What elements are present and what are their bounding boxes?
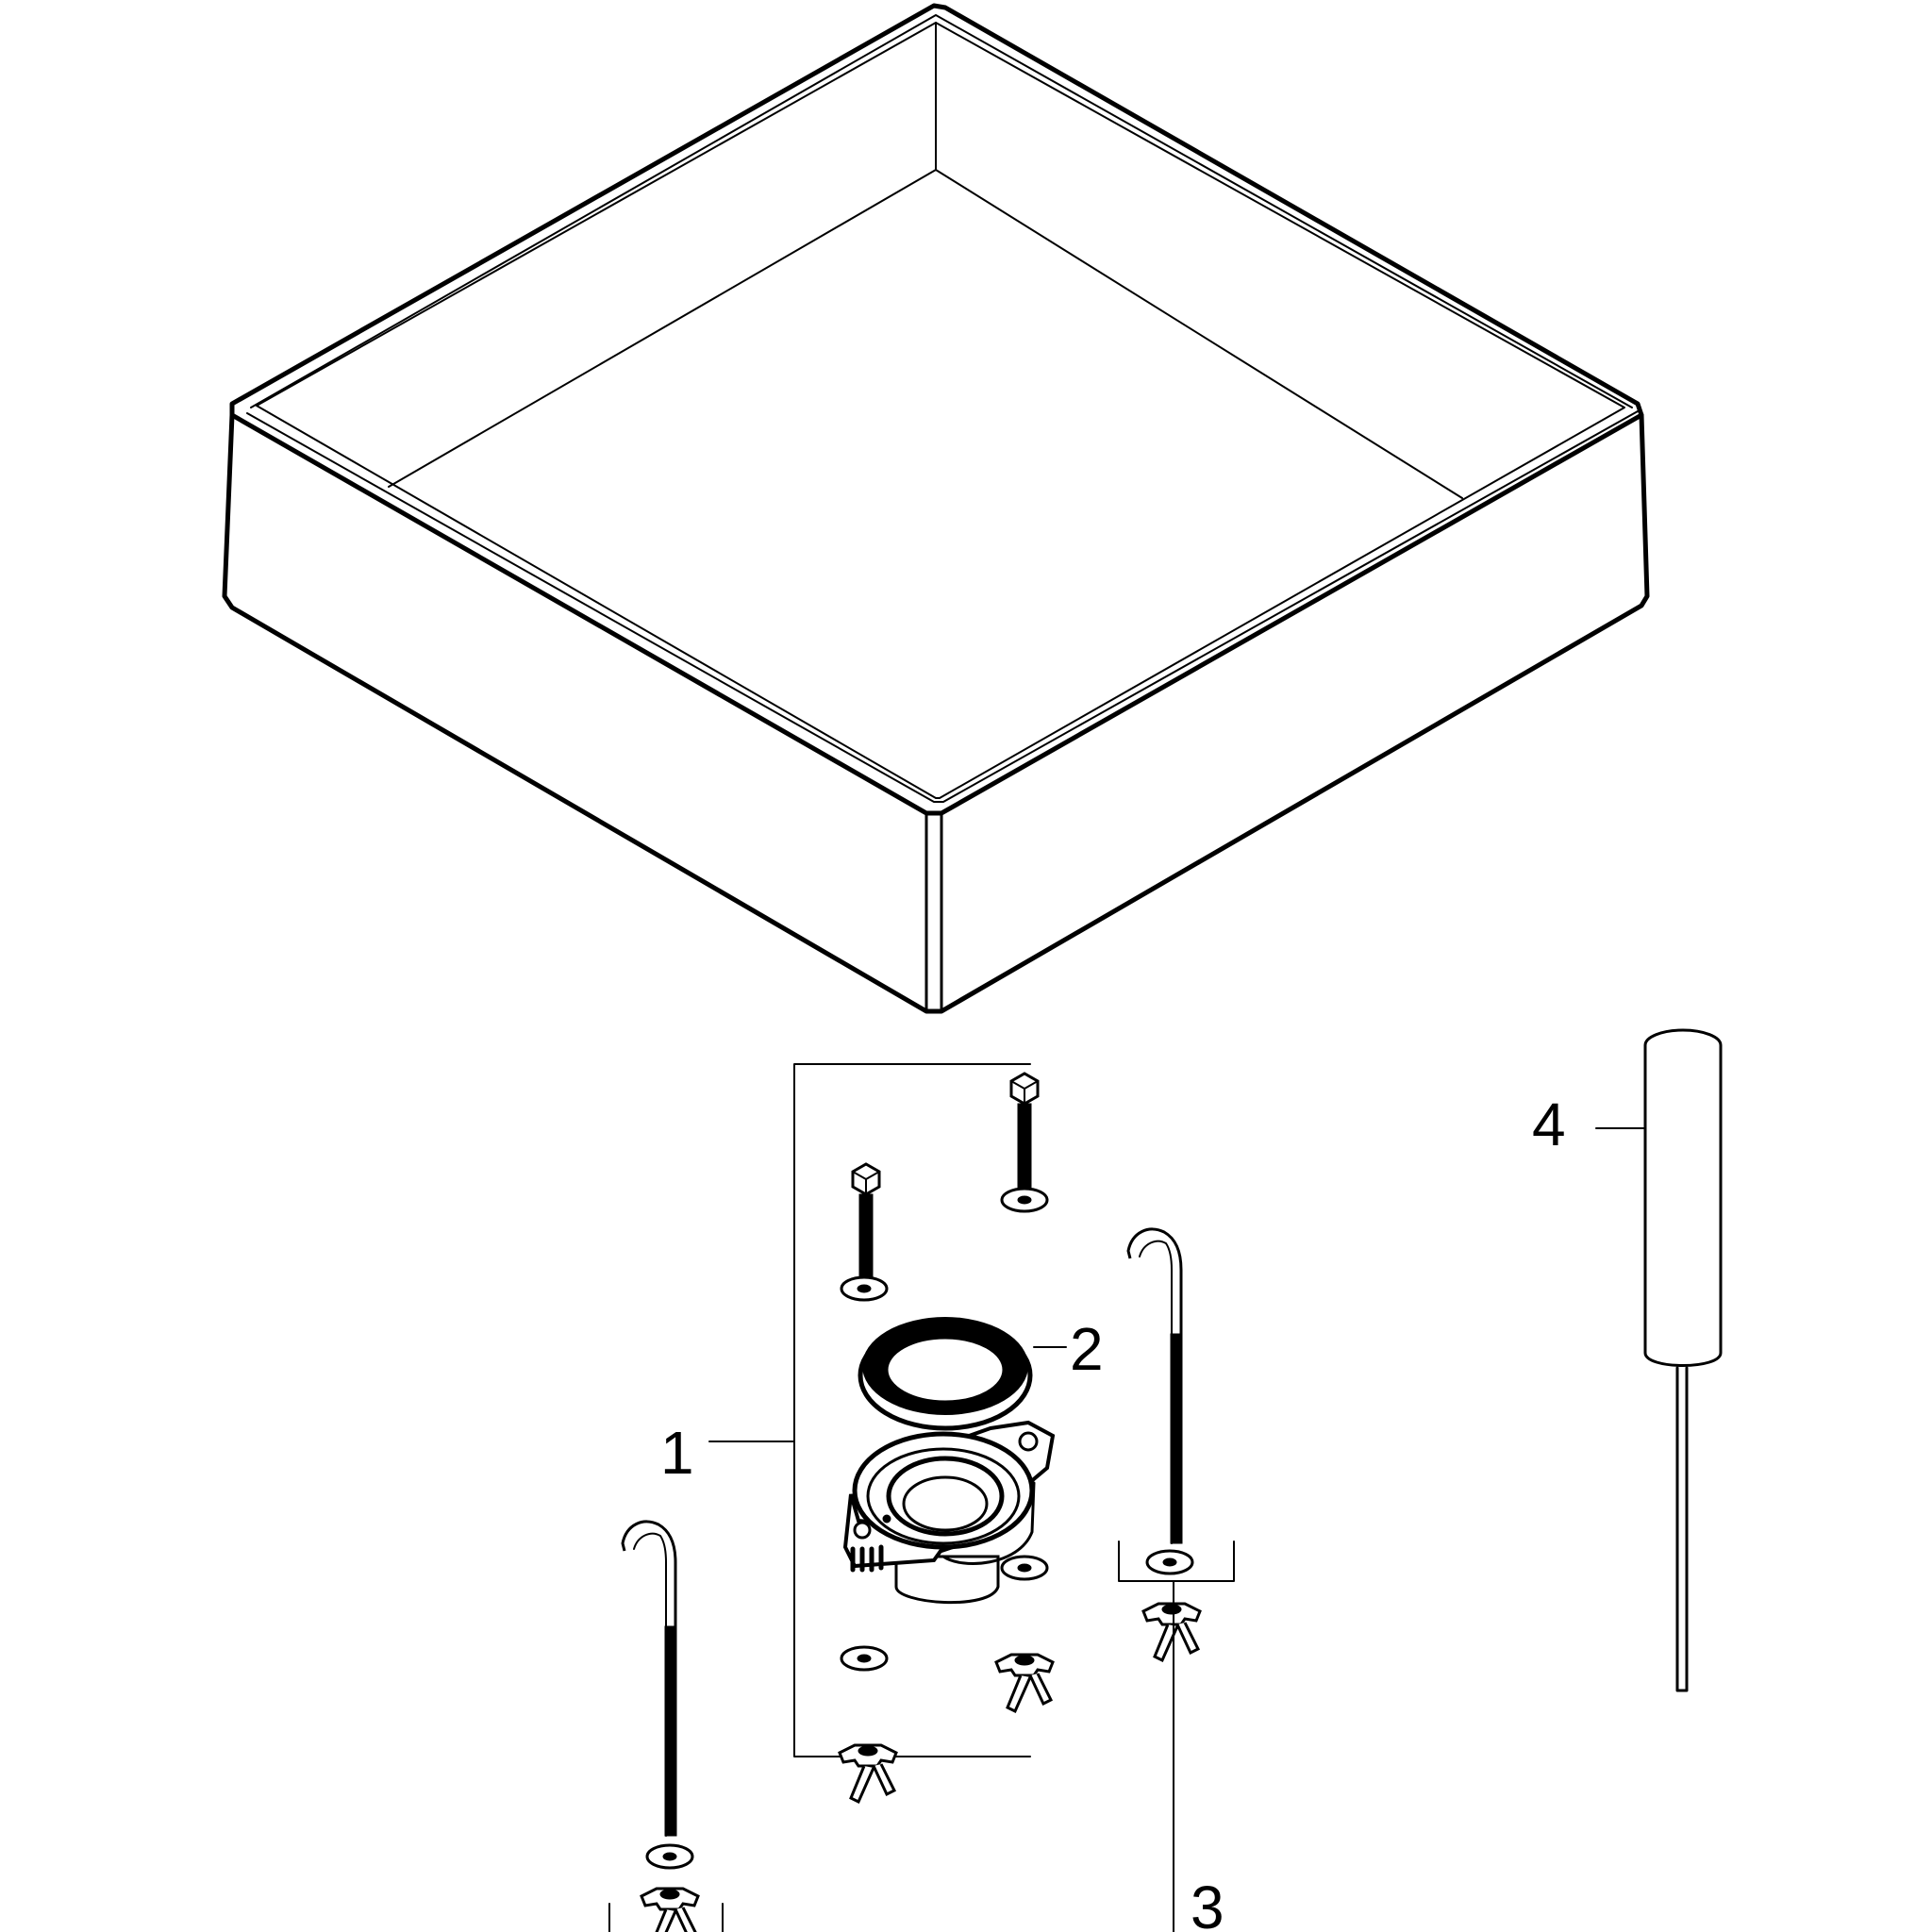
j-hook-anchor-right — [1126, 1227, 1184, 1545]
washer-4 — [840, 1645, 889, 1672]
wing-nut-right — [1141, 1602, 1202, 1662]
wing-nut-left — [640, 1887, 700, 1932]
callout-4: 4 — [1532, 1091, 1566, 1158]
washer-1 — [1000, 1187, 1049, 1213]
bracket-part-3 — [608, 1541, 1235, 1932]
hex-bolt-2 — [851, 1162, 881, 1283]
bracket-part-1 — [708, 1063, 1031, 1757]
hex-bolt-1 — [1009, 1072, 1040, 1192]
washer-left — [645, 1843, 694, 1870]
washer-3 — [1000, 1555, 1049, 1581]
washer-right — [1145, 1549, 1194, 1575]
callout-2: 2 — [1070, 1315, 1104, 1383]
drain-outlet-body — [842, 1420, 1056, 1605]
tool — [1643, 1028, 1723, 1692]
j-hook-anchor-left — [621, 1520, 678, 1838]
wing-nut-1 — [994, 1653, 1055, 1713]
seal-ring — [858, 1317, 1033, 1431]
washer-2 — [840, 1275, 889, 1302]
wing-nut-2 — [838, 1743, 898, 1804]
callout-3: 3 — [1191, 1874, 1224, 1932]
shower-tray — [222, 3, 1650, 1014]
callout-1: 1 — [660, 1419, 694, 1487]
